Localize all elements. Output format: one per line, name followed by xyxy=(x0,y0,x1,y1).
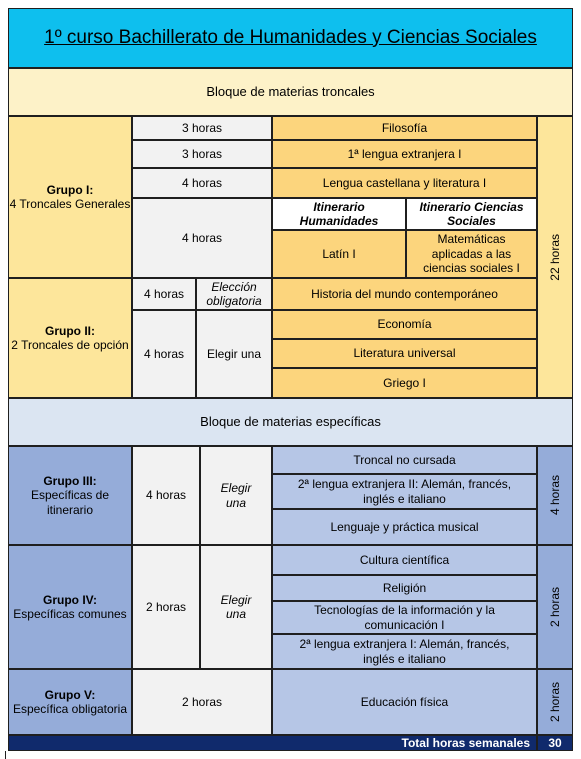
itinerario-ciencias-sociales-label: Itinerario Ciencias Sociales xyxy=(419,199,524,228)
group-5-desc: Específica obligatoria xyxy=(12,702,128,716)
page-title: 1º curso Bachillerato de Humanidades y C… xyxy=(8,8,573,68)
subject-griego: Griego I xyxy=(272,368,537,398)
group-1-desc: 4 Troncales Generales xyxy=(9,197,131,211)
hours-lengua-castellana: 4 horas xyxy=(132,168,272,198)
group-3-title: Grupo III: xyxy=(43,473,97,488)
group-5-label: Grupo V: Específica obligatoria xyxy=(8,669,132,735)
subject-historia: Historia del mundo contemporáneo xyxy=(272,278,537,310)
section-header-troncales: Bloque de materias troncales xyxy=(8,68,573,116)
itinerario-humanidades-label: Itinerario Humanidades xyxy=(299,199,379,228)
title-text: 1º curso Bachillerato de Humanidades y C… xyxy=(44,26,537,48)
total-semanal-label: Total horas semanales xyxy=(8,735,537,751)
total-semanal-value: 30 xyxy=(537,735,573,751)
choice-elegir-una-g4: Elegir una xyxy=(200,545,272,669)
hours-g4: 2 horas xyxy=(132,545,200,669)
group-2-desc: 2 Troncales de opción xyxy=(11,338,129,352)
group-3-label: Grupo III: Específicas de itinerario xyxy=(8,446,132,545)
group-5-title: Grupo V: xyxy=(44,687,96,702)
group-3-desc: Específicas de itinerario xyxy=(30,488,110,517)
group-2-label: Grupo II: 2 Troncales de opción xyxy=(8,278,132,398)
group-4-label: Grupo IV: Específicas comunes xyxy=(8,545,132,669)
subject-filosofia: Filosofía xyxy=(272,116,537,140)
subject-latin: Latín I xyxy=(272,230,406,278)
hours-lengua-ext: 3 horas xyxy=(132,140,272,168)
group-1-label: Grupo I: 4 Troncales Generales xyxy=(8,116,132,278)
subject-literatura: Literatura universal xyxy=(272,339,537,368)
hours-itinerario: 4 horas xyxy=(132,198,272,278)
subject-lengua2-i: 2ª lengua extranjera I: Alemán, francés,… xyxy=(272,634,537,669)
section-header-especificas: Bloque de materias específicas xyxy=(8,398,573,446)
choice-elegir-una-g2: Elegir una xyxy=(196,310,272,398)
subject-religion: Religión xyxy=(272,575,537,601)
total-g5: 2 horas xyxy=(537,669,573,735)
hours-filosofia: 3 horas xyxy=(132,116,272,140)
itinerario-humanidades: Itinerario Humanidades xyxy=(272,198,406,230)
total-g3: 4 horas xyxy=(537,446,573,545)
hours-opcion: 4 horas xyxy=(132,310,196,398)
group-2-title: Grupo II: xyxy=(45,323,95,338)
group-1-title: Grupo I: xyxy=(46,182,94,197)
subject-troncal-no-cursada: Troncal no cursada xyxy=(272,446,537,474)
group-4-desc: Específicas comunes xyxy=(13,607,127,621)
total-g3-text: 4 horas xyxy=(547,475,562,516)
choice-eleccion-obligatoria: Elección obligatoria xyxy=(196,278,272,310)
total-g5-text: 2 horas xyxy=(547,681,562,723)
hours-g3: 4 horas xyxy=(132,446,200,545)
hours-historia: 4 horas xyxy=(132,278,196,310)
total-troncales-text: 22 horas xyxy=(547,233,562,281)
subject-lengua-castellana: Lengua castellana y literatura I xyxy=(272,168,537,198)
hours-g5: 2 horas xyxy=(132,669,272,735)
subject-lengua-extranjera: 1ª lengua extranjera I xyxy=(272,140,537,168)
group-4-title: Grupo IV: xyxy=(43,592,97,607)
subject-matematicas: Matemáticas aplicadas a las ciencias soc… xyxy=(406,230,537,278)
itinerario-ciencias-sociales: Itinerario Ciencias Sociales xyxy=(406,198,537,230)
total-g4: 2 horas xyxy=(537,545,573,669)
subject-tic: Tecnologías de la información y la comun… xyxy=(272,601,537,634)
subject-economia: Economía xyxy=(272,310,537,339)
subject-lenguaje-musical: Lenguaje y práctica musical xyxy=(272,509,537,545)
subject-educacion-fisica: Educación física xyxy=(272,669,537,735)
page-edge-mark xyxy=(5,751,6,759)
subject-lengua2-ii: 2ª lengua extranjera II: Alemán, francés… xyxy=(272,474,537,509)
total-g4-text: 2 horas xyxy=(547,586,562,628)
choice-elegir-una-g3: Elegir una xyxy=(200,446,272,545)
subject-cultura-cientifica: Cultura científica xyxy=(272,545,537,575)
total-troncales: 22 horas xyxy=(537,116,573,398)
